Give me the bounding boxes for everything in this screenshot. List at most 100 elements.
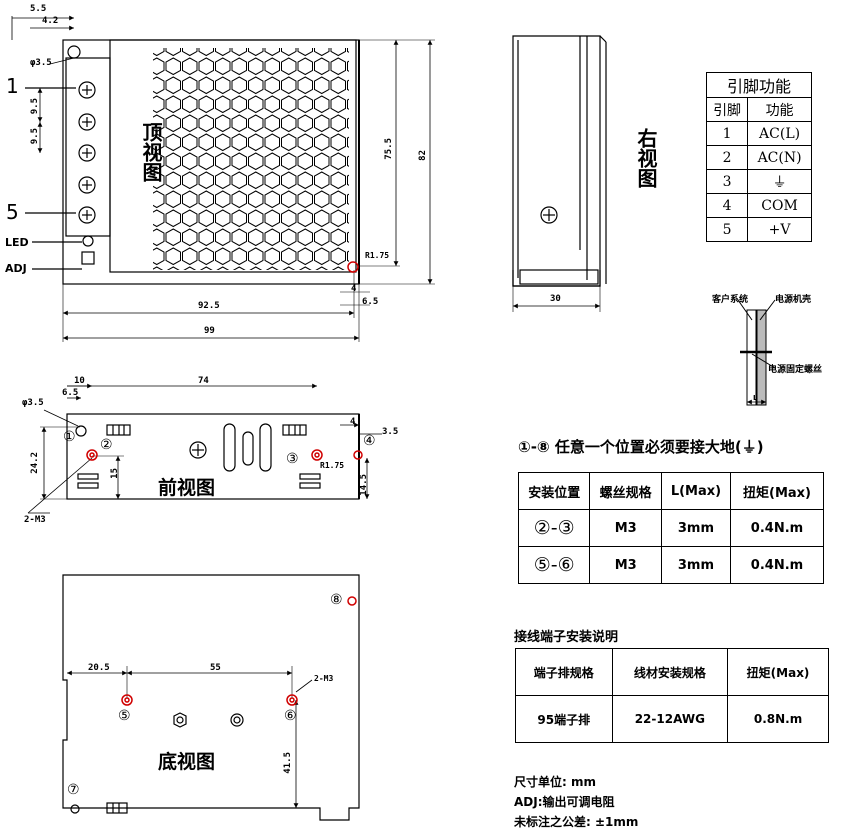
- marker-2: ②: [100, 437, 113, 453]
- dim-75-5: 75.5: [384, 138, 394, 160]
- install-l: 3mm: [660, 546, 732, 584]
- terminal-table: 端子排规格 线材安装规格 扭矩(Max) 95端子排 22-12AWG 0.8N…: [515, 648, 829, 743]
- dim-92-5: 92.5: [198, 301, 220, 311]
- dim-24-2: 24.2: [30, 452, 40, 474]
- fixing-screw-label: 电源固定螺丝: [768, 365, 823, 375]
- note-adj: ADJ:输出可调电阻: [514, 795, 615, 809]
- top-view: [11, 15, 435, 342]
- top-view-title: 顶视图: [139, 122, 163, 182]
- terminal-header-torque: 扭矩(Max): [727, 648, 829, 696]
- pin-number: 2: [705, 145, 749, 170]
- install-position: ②-③: [517, 509, 591, 547]
- shell-label: 电源机壳: [775, 295, 812, 305]
- install-header-torque: 扭矩(Max): [730, 472, 824, 510]
- pin-label-5: 5: [6, 200, 19, 224]
- screw-detail: [737, 299, 776, 406]
- install-row: ⑤-⑥ M3 3mm 0.4N.m: [517, 546, 824, 584]
- front-dim-6-5: 6.5: [62, 388, 79, 398]
- bottom-view-red-holes: [121, 596, 357, 706]
- install-torque: 0.4N.m: [730, 509, 824, 547]
- marker-4: ④: [363, 433, 376, 449]
- pin-number: 1: [705, 121, 749, 146]
- right-view-screw: [540, 206, 558, 224]
- install-header-screw: 螺丝规格: [589, 472, 662, 510]
- customer-system-label: 客户系统: [712, 295, 749, 305]
- terminal-header-wire: 线材安装规格: [611, 648, 729, 696]
- dim-14-5: 14.5: [359, 474, 369, 496]
- front-dim-m3: 2-M3: [24, 515, 46, 525]
- terminal-block: [65, 57, 111, 237]
- note-unit: 尺寸单位: mm: [514, 775, 596, 789]
- dim-hole: φ3.5: [30, 58, 52, 68]
- vent-pattern: [153, 48, 349, 270]
- dim-41-5: 41.5: [283, 752, 293, 774]
- front-view: [27, 383, 382, 514]
- led-label: LED: [5, 236, 29, 249]
- front-dim-4: 4: [350, 417, 356, 427]
- top-mount-hole: [67, 45, 81, 59]
- pin-number: 5: [705, 217, 749, 242]
- marker-3: ③: [286, 451, 299, 467]
- ground-note: ①-⑧ 任意一个位置必须要接大地(⏚): [518, 438, 764, 456]
- pin-header: 引脚: [705, 97, 749, 122]
- top-view-red-hole: [347, 261, 359, 273]
- pin-function: +V: [747, 217, 812, 242]
- install-screw-spec: M3: [589, 509, 662, 547]
- marker-6: ⑥: [284, 708, 297, 724]
- ground-icon: ⏚: [747, 169, 812, 194]
- dim-5-5: 5.5: [30, 4, 47, 14]
- dim-r1-75: R1.75: [365, 251, 390, 260]
- dim-99: 99: [204, 326, 215, 336]
- terminal-wire: 22-12AWG: [611, 695, 729, 743]
- install-table: 安装位置 螺丝规格 L(Max) 扭矩(Max) ②-③ M3 3mm 0.4N…: [517, 472, 824, 584]
- front-dim-r1-75: R1.75: [320, 461, 345, 470]
- terminal-torque: 0.8N.m: [727, 695, 829, 743]
- dim-9-5a: 9.5: [30, 98, 40, 115]
- marker-8: ⑧: [330, 592, 343, 608]
- install-row: ②-③ M3 3mm 0.4N.m: [517, 509, 824, 547]
- install-l: 3mm: [660, 509, 732, 547]
- install-screw-spec: M3: [589, 546, 662, 584]
- terminal-section-title: 接线端子安装说明: [514, 630, 619, 645]
- marker-7: ⑦: [67, 782, 80, 798]
- bottom-view-outline: [62, 574, 360, 821]
- right-view: [512, 35, 607, 312]
- install-header-position: 安装位置: [517, 472, 591, 510]
- front-view-title: 前视图: [158, 477, 216, 499]
- install-torque: 0.4N.m: [730, 546, 824, 584]
- bottom-view-title: 底视图: [158, 751, 216, 773]
- func-header: 功能: [747, 97, 812, 122]
- terminal-header-spec: 端子排规格: [515, 648, 613, 696]
- terminal-row: 95端子排 22-12AWG 0.8N.m: [515, 695, 829, 743]
- pin-function: COM: [747, 193, 812, 218]
- terminal-spec: 95端子排: [515, 695, 613, 743]
- right-view-title: 右视图: [634, 128, 658, 188]
- bottom-view: [62, 574, 360, 821]
- pin-number: 3: [705, 169, 749, 194]
- pin-row: 3⏚: [705, 169, 812, 194]
- note-tolerance: 未标注之公差: ±1mm: [514, 815, 639, 829]
- dim-10: 10: [74, 376, 85, 386]
- front-dim-3-5: 3.5: [382, 427, 399, 437]
- pin-function: AC(L): [747, 121, 812, 146]
- adj-pot: [81, 251, 95, 265]
- front-view-red-holes: [86, 449, 363, 461]
- dim-30: 30: [550, 294, 561, 304]
- pin-table-title: 引脚功能: [706, 72, 812, 98]
- terminal-screws: [78, 81, 96, 224]
- dim-6-5: 6.5: [362, 297, 379, 307]
- dim-15: 15: [110, 468, 120, 479]
- install-header-l: L(Max): [660, 472, 732, 510]
- dim-74: 74: [198, 376, 209, 386]
- pin-row: 5+V: [705, 217, 812, 242]
- dim-9-5b: 9.5: [30, 128, 40, 145]
- dim-4: 4: [351, 284, 357, 294]
- pin-function: AC(N): [747, 145, 812, 170]
- bottom-dim-m3: 2-M3: [314, 674, 334, 683]
- adj-label: ADJ: [5, 262, 27, 275]
